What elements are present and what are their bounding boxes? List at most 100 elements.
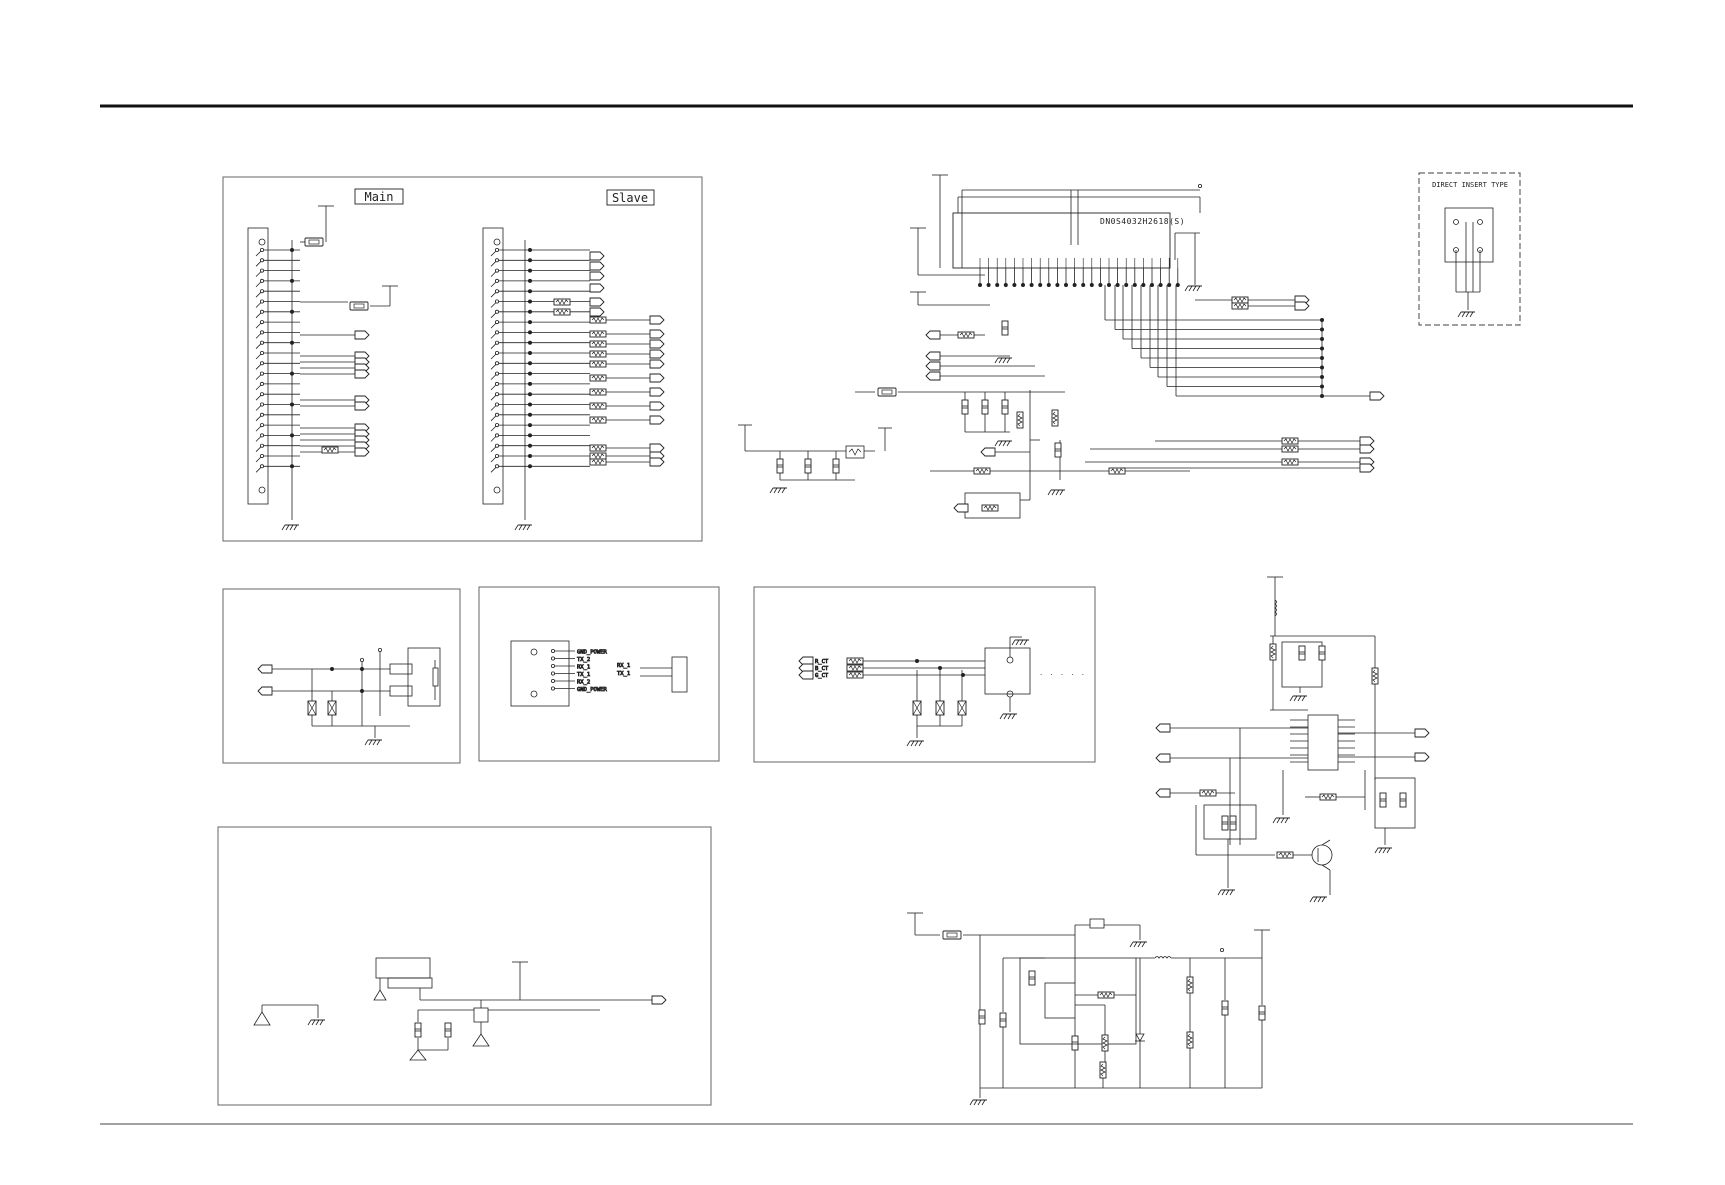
jack-block [222,588,461,764]
slave-pin [490,278,590,288]
slave-pin [490,412,590,422]
mcu-pin [977,258,983,288]
main-pin [255,371,300,380]
slave-pin [490,392,590,401]
mcu-pin [1149,258,1155,288]
main-pin [255,453,300,463]
uart-pin-label: TX_1 [577,672,590,678]
slave-pin [490,464,590,473]
main-pin [255,381,300,391]
ir-block: R_CTB_CTG_CT . . . . . [753,586,1096,763]
mcu-pin [1055,258,1060,288]
main-pin [255,423,300,432]
slave-pin [490,381,590,391]
main-pin [255,350,300,360]
main-pin [255,392,300,401]
insert-block [1418,172,1521,326]
mcu-ic [952,212,1171,269]
mcu-pins [977,258,1180,288]
main-pin [255,361,300,370]
main-pin [255,247,300,257]
main-pin [255,402,300,411]
uart-pin-label: RX_2 [577,680,590,686]
uart-pin: GND_POWER [550,648,608,656]
mcu-pin [995,258,1000,288]
mcu-pin [1167,258,1172,288]
mcu-pin [1141,258,1146,288]
main-pin [255,309,300,319]
slave-pin [490,402,590,411]
uart-pins: GND_POWERTX_2RX_1TX_1RX_2GND_POWERRX_1TX… [550,648,631,693]
main-pin [255,412,300,422]
slave-pin [490,361,590,370]
regulator-ic [1044,982,1076,1019]
main-pin [255,464,300,473]
slave-pin [490,268,590,277]
uart-pin: TX_1 [550,671,591,678]
ir-pin-label: R_CT [815,659,829,665]
mcu-part-label: DN0S4032H2618(S) [1100,217,1185,226]
ir-pins: R_CTB_CTG_CT [798,656,985,680]
slave-pin [490,350,590,360]
mcu-block [738,174,1385,519]
insert-title: DIRECT INSERT TYPE [1432,181,1508,189]
main-pin [255,443,300,452]
mcu-pin [1020,258,1026,288]
slave-pin [490,320,590,329]
mcu-pin [1175,258,1180,288]
mcu-pin [1124,258,1129,288]
connectors-block [222,176,703,542]
main-pin [255,258,300,267]
slave-connector [482,227,665,531]
mcu-pin [1063,258,1069,288]
uart-pin: GND_POWER [550,686,608,693]
main-pin [255,278,300,288]
main-pin [255,340,300,349]
slave-pin [490,443,590,452]
slave-pin [490,247,590,257]
main-title-box: Main [354,188,404,205]
slave-title-box: Slave [606,189,655,206]
mcu-pin [1106,258,1112,288]
uart-pin: RX_1 [550,663,591,671]
antenna-block [217,826,712,1106]
uart-pin-label: GND_POWER [577,687,607,693]
slave-pin [490,309,590,319]
slave-pin [490,453,590,463]
mcu-pin [1132,258,1137,288]
mcu-pin [1038,258,1043,288]
mcu-pin [986,258,991,288]
main-connector [247,205,398,531]
ir-pin: B_CT [798,663,985,673]
main-pin [255,299,300,308]
svg-text:. . . . .: . . . . . [1040,668,1087,677]
slave-pin [490,330,590,339]
mcu-pin [1081,258,1086,288]
slave-pin [490,299,590,308]
main-pin [255,433,300,442]
mcu-pin [1072,258,1077,288]
uart-pin-label: TX_2 [577,657,590,663]
mcu-pin [1012,258,1017,288]
main-label: Main [365,190,394,204]
slave-pin [490,371,590,380]
mcu-pin [1158,258,1163,288]
mcu-pin [1089,258,1094,288]
slave-pin [490,258,590,267]
amp-ic [1307,714,1339,771]
ir-pin: R_CT [798,656,985,666]
uart-side-label: RX_1 [617,663,630,669]
power-block [907,912,1270,1106]
slave-label: Slave [612,191,648,205]
slave-pin [490,289,590,298]
main-pin [255,289,300,298]
uart-pin-label: GND_POWER [577,650,607,656]
main-pin [255,320,300,329]
ir-pin: G_CT [798,670,985,680]
ir-pin-label: G_CT [815,673,829,679]
mcu-pin [1046,258,1051,288]
uart-pin-label: RX_1 [577,665,590,671]
main-pin [255,268,300,277]
slave-pin [490,340,590,349]
